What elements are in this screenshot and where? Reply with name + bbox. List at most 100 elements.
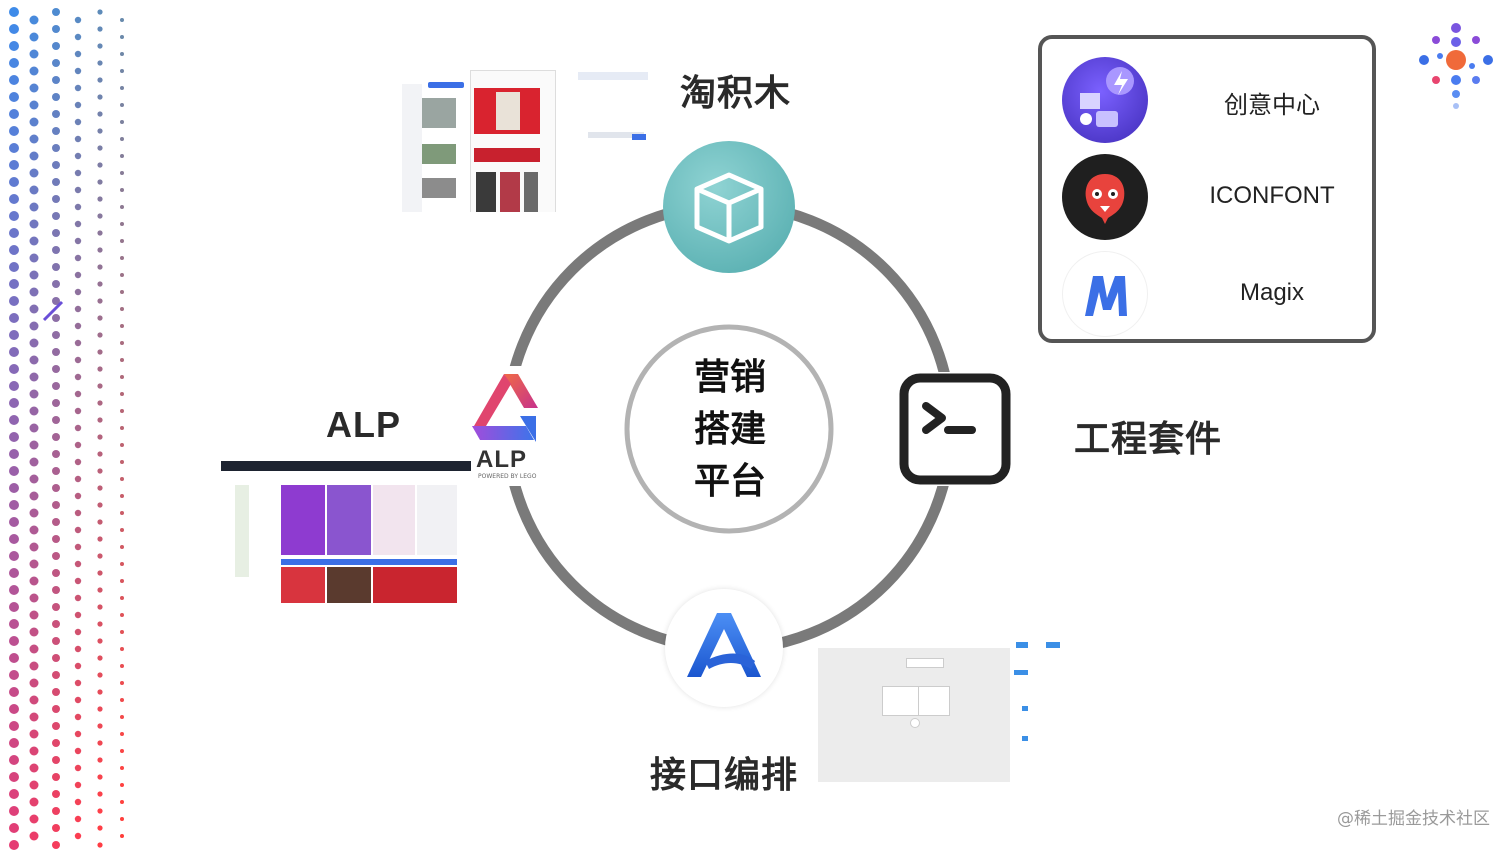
decorative-dot xyxy=(9,58,19,68)
decorative-dot xyxy=(120,494,124,498)
decorative-dot xyxy=(97,502,103,508)
decorative-dot xyxy=(9,313,19,323)
decorative-dot xyxy=(9,517,19,527)
decorative-dot xyxy=(97,247,103,253)
decorative-dot xyxy=(97,315,103,321)
decorative-dot xyxy=(97,213,103,219)
tools-panel: 创意中心 ICONFONT Magix xyxy=(1038,35,1376,343)
decorative-dot xyxy=(97,706,103,712)
alp-node[interactable]: ALP POWERED BY LEGO xyxy=(456,366,552,486)
decorative-dot xyxy=(29,355,39,365)
decorative-dot xyxy=(120,290,124,294)
decorative-dot xyxy=(29,559,39,569)
decorative-dot xyxy=(52,450,60,458)
decorative-dot xyxy=(120,18,124,22)
decorative-dot xyxy=(52,127,60,135)
dot-pattern-decoration xyxy=(9,7,124,850)
decorative-dot xyxy=(74,339,82,347)
decorative-dot xyxy=(52,263,60,271)
decorative-dot xyxy=(9,466,19,476)
decorative-dot xyxy=(52,637,60,645)
decorative-dot xyxy=(120,103,124,107)
decorative-dot xyxy=(97,672,103,678)
decorative-dot xyxy=(52,807,60,815)
decorative-dot xyxy=(120,222,124,226)
decorative-dot xyxy=(97,60,103,66)
decorative-dot xyxy=(9,551,19,561)
decorative-dot xyxy=(9,109,19,119)
decorative-dot xyxy=(120,766,124,770)
decorative-dot xyxy=(120,783,124,787)
decorative-dot xyxy=(120,545,124,549)
decorative-dot xyxy=(29,15,39,25)
decorative-dot xyxy=(97,383,103,389)
decorative-dot xyxy=(74,458,82,466)
decorative-dot xyxy=(52,535,60,543)
engineering-suite-node[interactable] xyxy=(898,372,1012,486)
decorative-dot xyxy=(74,16,82,24)
decorative-dot xyxy=(120,562,124,566)
decorative-dot xyxy=(29,729,39,739)
decorative-dot xyxy=(97,842,103,848)
engineering-suite-label: 工程套件 xyxy=(1074,419,1223,460)
decorative-dot xyxy=(29,185,39,195)
decorative-dot xyxy=(29,542,39,552)
decorative-dot xyxy=(29,49,39,59)
decorative-dot xyxy=(9,636,19,646)
decorative-dot xyxy=(9,296,19,306)
decorative-dot xyxy=(97,655,103,661)
decorative-dot xyxy=(120,800,124,804)
idea-center-icon xyxy=(1062,57,1148,143)
decorative-dot xyxy=(9,143,19,153)
decorative-dot xyxy=(97,26,103,32)
decorative-dot xyxy=(74,288,82,296)
decorative-dot xyxy=(74,118,82,126)
decorative-dot xyxy=(29,474,39,484)
decorative-dot xyxy=(74,747,82,755)
decorative-dot xyxy=(97,417,103,423)
decorative-dot xyxy=(120,749,124,753)
panel-item-magix[interactable]: Magix xyxy=(1042,249,1372,339)
decorative-dot xyxy=(74,186,82,194)
decorative-dot xyxy=(120,120,124,124)
decorative-dot xyxy=(74,560,82,568)
decorative-stroke xyxy=(42,300,64,322)
decorative-dot xyxy=(74,407,82,415)
decorative-dot xyxy=(74,764,82,772)
decorative-dot xyxy=(74,492,82,500)
decorative-dot xyxy=(74,798,82,806)
decorative-dot xyxy=(97,825,103,831)
decorative-dot xyxy=(74,305,82,313)
decorative-dot xyxy=(74,594,82,602)
decorative-dot xyxy=(74,356,82,364)
center-title-line2: 搭建 xyxy=(693,409,766,450)
decorative-dot xyxy=(97,621,103,627)
decorative-dot xyxy=(97,689,103,695)
panel-item-iconfont[interactable]: ICONFONT xyxy=(1042,152,1372,242)
panel-item-idea-center[interactable]: 创意中心 xyxy=(1042,55,1372,145)
decorative-dot xyxy=(52,841,60,849)
decorative-dot xyxy=(120,511,124,515)
api-orchestration-node[interactable] xyxy=(665,589,783,707)
decorative-dot xyxy=(74,815,82,823)
decorative-dot xyxy=(74,662,82,670)
api-orchestration-label: 接口编排 xyxy=(650,755,799,796)
taojimu-node[interactable] xyxy=(663,141,795,273)
center-title-line3: 平台 xyxy=(693,461,766,502)
decorative-dot xyxy=(52,110,60,118)
decorative-dot xyxy=(29,321,39,331)
decorative-dot xyxy=(97,111,103,117)
orchestration-a-icon xyxy=(687,613,761,677)
decorative-dot xyxy=(52,671,60,679)
decorative-dot xyxy=(120,358,124,362)
alp-logo-text: ALP xyxy=(476,446,527,473)
decorative-dot xyxy=(120,834,124,838)
decorative-dot xyxy=(52,178,60,186)
brand-logo-icon xyxy=(1419,23,1493,109)
decorative-dot xyxy=(120,86,124,90)
decorative-dot xyxy=(9,24,19,34)
decorative-dot xyxy=(120,307,124,311)
decorative-dot xyxy=(9,670,19,680)
decorative-dot xyxy=(9,602,19,612)
decorative-dot xyxy=(97,77,103,83)
